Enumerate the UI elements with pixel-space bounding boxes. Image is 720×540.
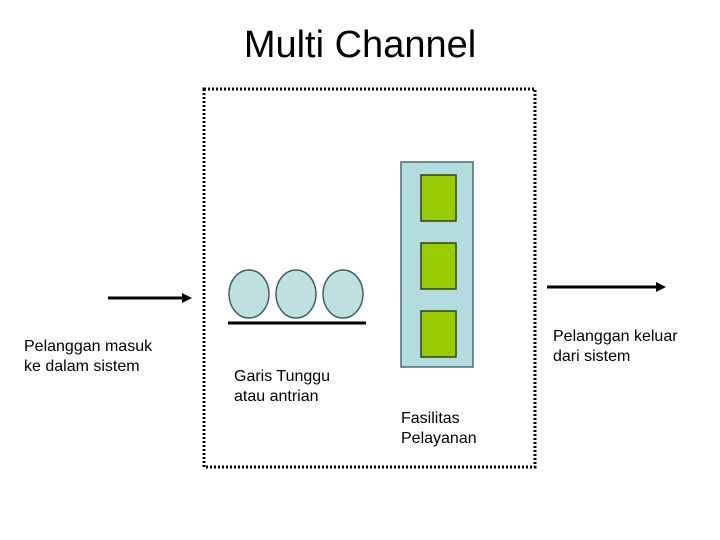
- service-line-1: Fasilitas: [401, 410, 460, 427]
- queue-customer: [275, 269, 317, 319]
- queue-label: Garis Tunggu atau antrian: [234, 367, 330, 407]
- service-line-2: Pelayanan: [401, 430, 477, 447]
- service-channels: [420, 174, 457, 358]
- customer-out-line-1: Pelanggan keluar: [553, 328, 678, 345]
- service-label: Fasilitas Pelayanan: [401, 409, 477, 449]
- service-channel: [420, 242, 457, 290]
- service-channel: [420, 174, 457, 222]
- customer-out-label: Pelanggan keluar dari sistem: [553, 327, 678, 367]
- arrow-out: [547, 282, 666, 292]
- queue-line-1: Garis Tunggu: [234, 368, 331, 385]
- page-title: Multi Channel: [243, 24, 477, 66]
- queue-line-2: atau antrian: [234, 388, 319, 405]
- system-boundary: [202, 87, 537, 469]
- customer-out-line-2: dari sistem: [553, 348, 631, 365]
- service-channel: [420, 310, 457, 358]
- arrow-in: [108, 293, 192, 303]
- customer-in-line-2: ke dalam sistem: [24, 358, 140, 375]
- queue-customers: [228, 269, 364, 319]
- customer-in-line-1: Pelanggan masuk: [24, 338, 153, 355]
- customer-in-label: Pelanggan masuk ke dalam sistem: [24, 337, 152, 377]
- queue-customer: [228, 269, 270, 319]
- queue-customer: [322, 269, 364, 319]
